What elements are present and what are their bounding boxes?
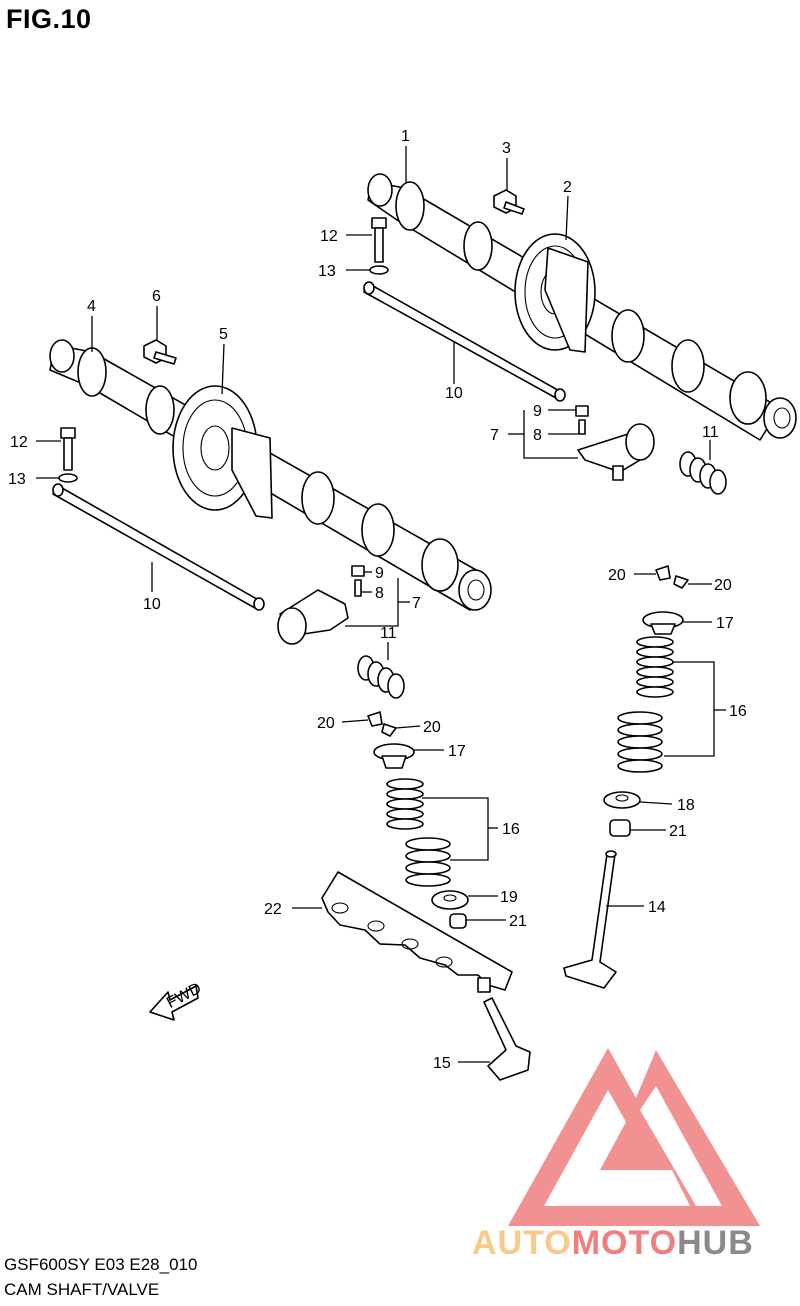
stem-seal-21-left — [449, 913, 467, 929]
sprocket-upper — [514, 233, 596, 353]
watermark-text: AUTOMOTOHUB — [472, 1224, 754, 1263]
callout-10-lower: 10 — [143, 596, 161, 613]
valve-14 — [563, 850, 617, 989]
forward-arrow-icon — [149, 985, 199, 1021]
callout-2: 2 — [563, 179, 572, 196]
rocker-arm-upper — [575, 405, 655, 481]
callout-7-upper: 7 — [490, 427, 499, 444]
callout-13-upper: 13 — [318, 263, 336, 280]
callout-20-left-a: 20 — [317, 715, 335, 732]
bolt-12-lower — [58, 427, 78, 483]
callout-20-right-b: 20 — [714, 577, 732, 594]
leader-lines — [36, 146, 726, 1063]
callout-17-left: 17 — [448, 743, 466, 760]
callout-3: 3 — [502, 140, 511, 157]
callout-9-upper: 9 — [533, 403, 542, 420]
plate-22 — [321, 871, 513, 993]
callout-8-lower: 8 — [375, 585, 384, 602]
spring-16-left — [386, 778, 451, 887]
callout-18: 18 — [677, 797, 695, 814]
figure-name: CAM SHAFT/VALVE — [4, 1280, 160, 1299]
retainer-17-left — [373, 743, 415, 769]
watermark-hub: HUB — [677, 1224, 754, 1262]
callout-1: 1 — [401, 128, 410, 145]
callout-15: 15 — [433, 1055, 451, 1072]
retainer-17-right — [642, 611, 684, 635]
rocker-arm-lower — [277, 565, 365, 645]
callout-10-upper: 10 — [445, 385, 463, 402]
bolt-12-upper — [369, 217, 389, 275]
callout-19: 19 — [500, 889, 518, 906]
spring-16-right — [617, 636, 674, 773]
callout-21-left: 21 — [509, 913, 527, 930]
watermark-logo-icon — [508, 1048, 760, 1226]
figure-code: GSF600SY E03 E28_010 — [4, 1255, 198, 1274]
watermark-moto: MOTO — [571, 1224, 678, 1262]
spring-11-upper — [679, 451, 727, 495]
watermark-auto: AUTO — [472, 1224, 572, 1262]
seat-18 — [603, 791, 641, 809]
callout-21-right: 21 — [669, 823, 687, 840]
callout-12-upper: 12 — [320, 228, 338, 245]
bolt-3 — [493, 189, 525, 215]
fwd-label: FWD — [164, 980, 204, 1012]
callout-11-lower: 11 — [380, 625, 397, 642]
sprocket-lower — [172, 385, 273, 519]
callout-20-right-a: 20 — [608, 567, 626, 584]
callout-13-lower: 13 — [8, 471, 26, 488]
seat-19 — [431, 890, 469, 910]
callouts: 1 2 3 4 5 6 7 7 8 8 9 9 10 10 11 11 12 1… — [8, 128, 747, 1072]
callout-14: 14 — [648, 899, 666, 916]
callout-17-right: 17 — [716, 615, 734, 632]
callout-12-lower: 12 — [10, 434, 28, 451]
callout-22: 22 — [264, 901, 282, 918]
valve-15 — [483, 997, 531, 1081]
callout-16-right: 16 — [729, 703, 747, 720]
callout-16-left: 16 — [502, 821, 520, 838]
callout-9-lower: 9 — [375, 565, 384, 582]
cotter-20-left — [367, 711, 397, 737]
spring-11-lower — [357, 655, 405, 699]
callout-5: 5 — [219, 326, 228, 343]
callout-7-lower: 7 — [412, 595, 421, 612]
stem-seal-21-right — [609, 819, 631, 837]
callout-8-upper: 8 — [533, 427, 542, 444]
figure-title: FIG.10 — [6, 4, 92, 34]
callout-6: 6 — [152, 288, 161, 305]
callout-4: 4 — [87, 298, 96, 315]
rocker-shaft-upper — [363, 281, 566, 402]
rocker-shaft-lower — [52, 483, 265, 611]
callout-20-left-b: 20 — [423, 719, 441, 736]
cotter-20-right — [655, 565, 689, 589]
bolt-6 — [143, 339, 177, 365]
callout-11-upper: 11 — [702, 424, 719, 441]
